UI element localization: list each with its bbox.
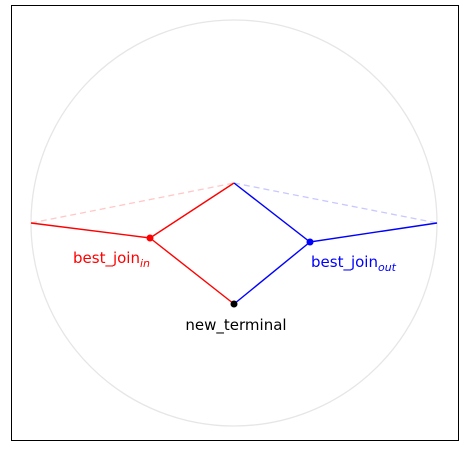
edge-path-out: [233, 182, 438, 243]
dashed-edge-out: [233, 182, 438, 224]
edge-out-to-terminal: [233, 241, 311, 305]
dashed-edge-in: [30, 182, 235, 224]
label-best-join-out: best_joinout: [311, 253, 397, 274]
plot-frame: [11, 5, 459, 441]
node-best-join-out: [306, 238, 314, 246]
edge-path-in: [30, 182, 235, 239]
label-new-terminal: new_terminal: [185, 316, 286, 335]
node-new-terminal: [230, 300, 238, 308]
edge-in-to-terminal: [149, 237, 235, 305]
node-best-join-in: [146, 234, 154, 242]
boundary-circle: [30, 19, 438, 427]
label-best-join-in: best_joinin: [73, 249, 150, 270]
